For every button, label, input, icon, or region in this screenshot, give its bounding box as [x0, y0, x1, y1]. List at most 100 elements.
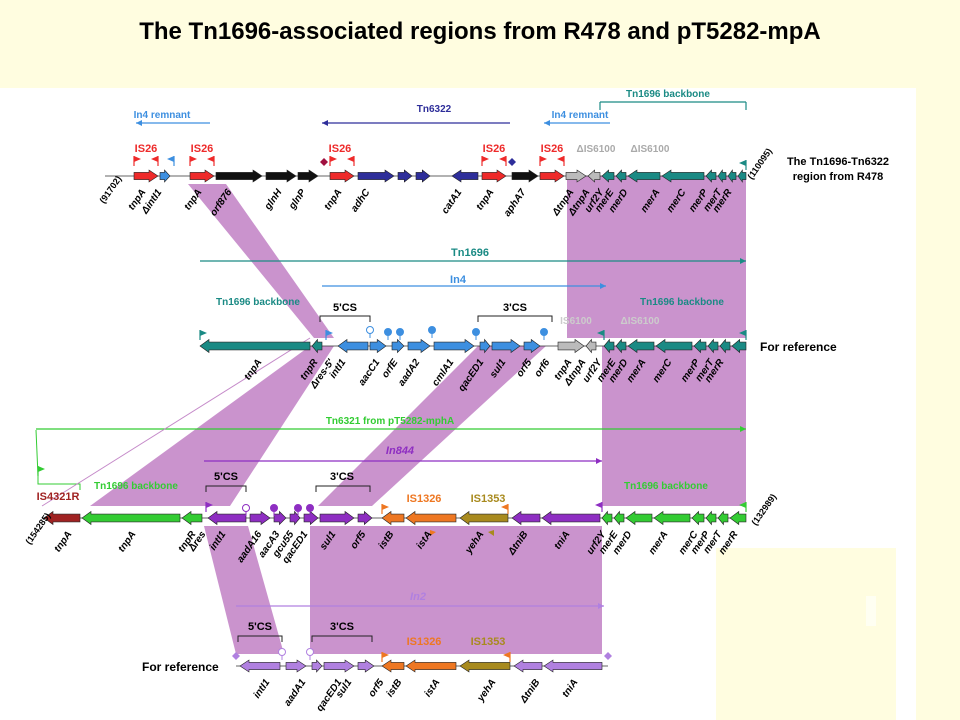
row2-is6100-label: IS6100 — [560, 316, 592, 327]
row2-merE-arrow — [615, 338, 627, 354]
row3-tnpR-arrow — [181, 510, 203, 526]
row2-orf5-arrow — [523, 338, 541, 354]
row1-is26-5-arrow — [539, 169, 565, 183]
row1-catA1-arrow — [451, 169, 479, 183]
row2-urf2Y-arrow — [603, 338, 615, 354]
row1-in4-right-span-head — [544, 120, 550, 126]
row1-merE-arrow — [615, 169, 627, 183]
row1-gene-label-8: adhC — [349, 187, 373, 214]
row4-5cs-bracket — [237, 635, 283, 642]
row3-left-coord: (154285) — [23, 511, 52, 546]
row2-gene-label-12: orf6 — [533, 357, 553, 379]
row3-tn6321-span-head — [740, 426, 746, 432]
row3-attc-pin-1 — [242, 504, 250, 512]
row2-attc-pin-6 — [540, 328, 548, 336]
row3-merE-arrow — [613, 510, 625, 526]
row2-in4-label: In4 — [450, 274, 467, 286]
row1-is26-flag-r-5 — [557, 156, 564, 162]
row1-tn6322-label: Tn6322 — [417, 104, 452, 115]
row2-tnpA-arrow — [199, 338, 311, 354]
row1-left-coord: (91702) — [97, 174, 123, 205]
row2-merT-arrow — [719, 338, 731, 354]
row3-aacA3-arrow — [273, 510, 287, 526]
row3-merR-arrow — [729, 510, 747, 526]
row1-merA-arrow — [661, 169, 705, 183]
row2-attc-pin-5 — [472, 328, 480, 336]
row4-in2-label: In2 — [410, 591, 426, 603]
row4-gene-label-9: ΔtniB — [518, 677, 543, 706]
row1-merR-arrow — [737, 169, 747, 183]
row1-adhC-arrow — [357, 169, 395, 183]
row3-mer-flag — [739, 502, 746, 508]
row3-is1326-flag-bottom — [430, 530, 436, 536]
row3-in844-span-head — [596, 458, 602, 464]
row1-is26-flag-3 — [330, 156, 337, 162]
row1-gene-label-5: glnH — [262, 187, 285, 213]
row1-merT-arrow — [727, 169, 737, 183]
row2-cmlA1-arrow — [433, 338, 475, 354]
row1-is26-3-arrow — [329, 169, 355, 183]
row2-dis6100-label: ΔIS6100 — [621, 316, 660, 327]
row2-backbone-right-label: Tn1696 backbone — [640, 297, 724, 308]
row3-tn6321-flag — [38, 466, 45, 472]
row1-is26-flag-1 — [134, 156, 141, 162]
row2-merD-arrow — [627, 338, 655, 354]
row3-yehA-arrow — [459, 510, 509, 526]
row3-5cs-bracket — [205, 485, 247, 492]
row3-attc-pin-3 — [294, 504, 302, 512]
row1-merD-arrow — [627, 169, 661, 183]
row4-in2-span-head — [598, 603, 604, 609]
row1-glnH-arrow — [265, 169, 297, 183]
row3-qacED1-arrow — [303, 510, 319, 526]
row1-gene-label-10: tnpA — [474, 187, 496, 212]
row2-backbone-left-label: Tn1696 backbone — [216, 297, 300, 308]
row4-reference-label: For reference — [142, 660, 219, 674]
row4-sul1-arrow — [323, 659, 355, 673]
row2-in4-span-head — [600, 283, 606, 289]
row2-5cs-bracket — [319, 315, 371, 322]
slide-corner-panel — [716, 548, 896, 720]
slide-corner-mark — [866, 596, 876, 626]
row1-is26-label-5: IS26 — [541, 143, 564, 155]
row2-tn1696-label: Tn1696 — [451, 247, 489, 259]
row4-in2-diamond-left — [232, 652, 240, 660]
row2-qacED1-arrow — [479, 338, 491, 354]
gene-arrows — [43, 169, 747, 673]
row1-gene-label-6: glnP — [286, 187, 308, 212]
row1-orf-b-arrow — [415, 169, 431, 183]
row3-merD-arrow — [625, 510, 653, 526]
row4-istA-arrow — [405, 659, 457, 673]
row1-glnP-arrow — [297, 169, 319, 183]
row1-mer-flag — [739, 160, 746, 166]
row3-merA-arrow — [653, 510, 691, 526]
row2-merR-arrow — [731, 338, 747, 354]
row4-tniB-arrow — [513, 659, 543, 673]
row2-gene-label-5: aacC1 — [357, 357, 383, 388]
row4-in2-diamond-right — [604, 652, 612, 660]
row1-dis6100-label-2: ΔIS6100 — [631, 144, 670, 155]
row2-reference-label: For reference — [760, 340, 837, 354]
row3-istA-arrow — [405, 510, 457, 526]
row3-tn6321-label: Tn6321 from pT5282-mphA — [326, 416, 454, 427]
shade-intI1-5cs — [204, 526, 284, 654]
row1-is26-flag-4 — [482, 156, 489, 162]
row4-tniA-arrow — [543, 659, 603, 673]
row4-orf5-arrow — [357, 659, 375, 673]
row3-is4321-arrow — [43, 510, 81, 526]
row3-is1353-flag — [501, 504, 508, 510]
row3-gcu55-arrow — [289, 510, 301, 526]
row1-tn1696-backbone-label: Tn1696 backbone — [626, 89, 710, 100]
row1-in4-left-label: In4 remnant — [134, 110, 191, 121]
row4-is1326-label: IS1326 — [407, 636, 442, 648]
row3-in844-flag — [206, 502, 213, 508]
row2-mer-flag — [597, 330, 604, 336]
row3-aadA16-arrow — [249, 510, 271, 526]
row4-3cs-bracket — [311, 635, 373, 642]
row1-merP-arrow — [717, 169, 727, 183]
shade-3cs-block — [318, 346, 546, 506]
row3-3cs-bracket — [315, 485, 371, 492]
row1-gene-label-7: tnpA — [322, 187, 344, 212]
shade-mer-block-2 — [602, 346, 746, 506]
row3-sul1-arrow — [319, 510, 355, 526]
